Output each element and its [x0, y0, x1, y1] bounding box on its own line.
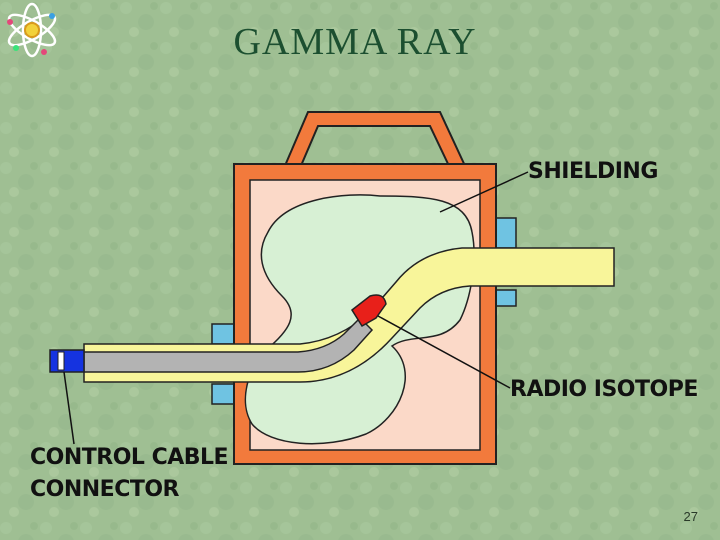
page-number: 27 [683, 509, 698, 524]
label-control-cable-line2: CONNECTOR [30, 477, 180, 502]
leader-shielding [439, 171, 529, 213]
label-radio-isotope: RADIO ISOTOPE [510, 377, 698, 402]
label-shielding: SHIELDING [528, 159, 658, 184]
label-control-cable-line1: CONTROL CABLE [30, 445, 229, 470]
leader-control-cable [63, 371, 75, 445]
atom-icon [7, 2, 57, 58]
control-cable [83, 316, 374, 373]
connector-ring [57, 351, 65, 371]
slide-title: GAMMA RAY [233, 21, 477, 63]
radio-isotope [351, 294, 387, 328]
cable-connector [49, 349, 85, 373]
leader-radio-isotope [377, 315, 511, 389]
